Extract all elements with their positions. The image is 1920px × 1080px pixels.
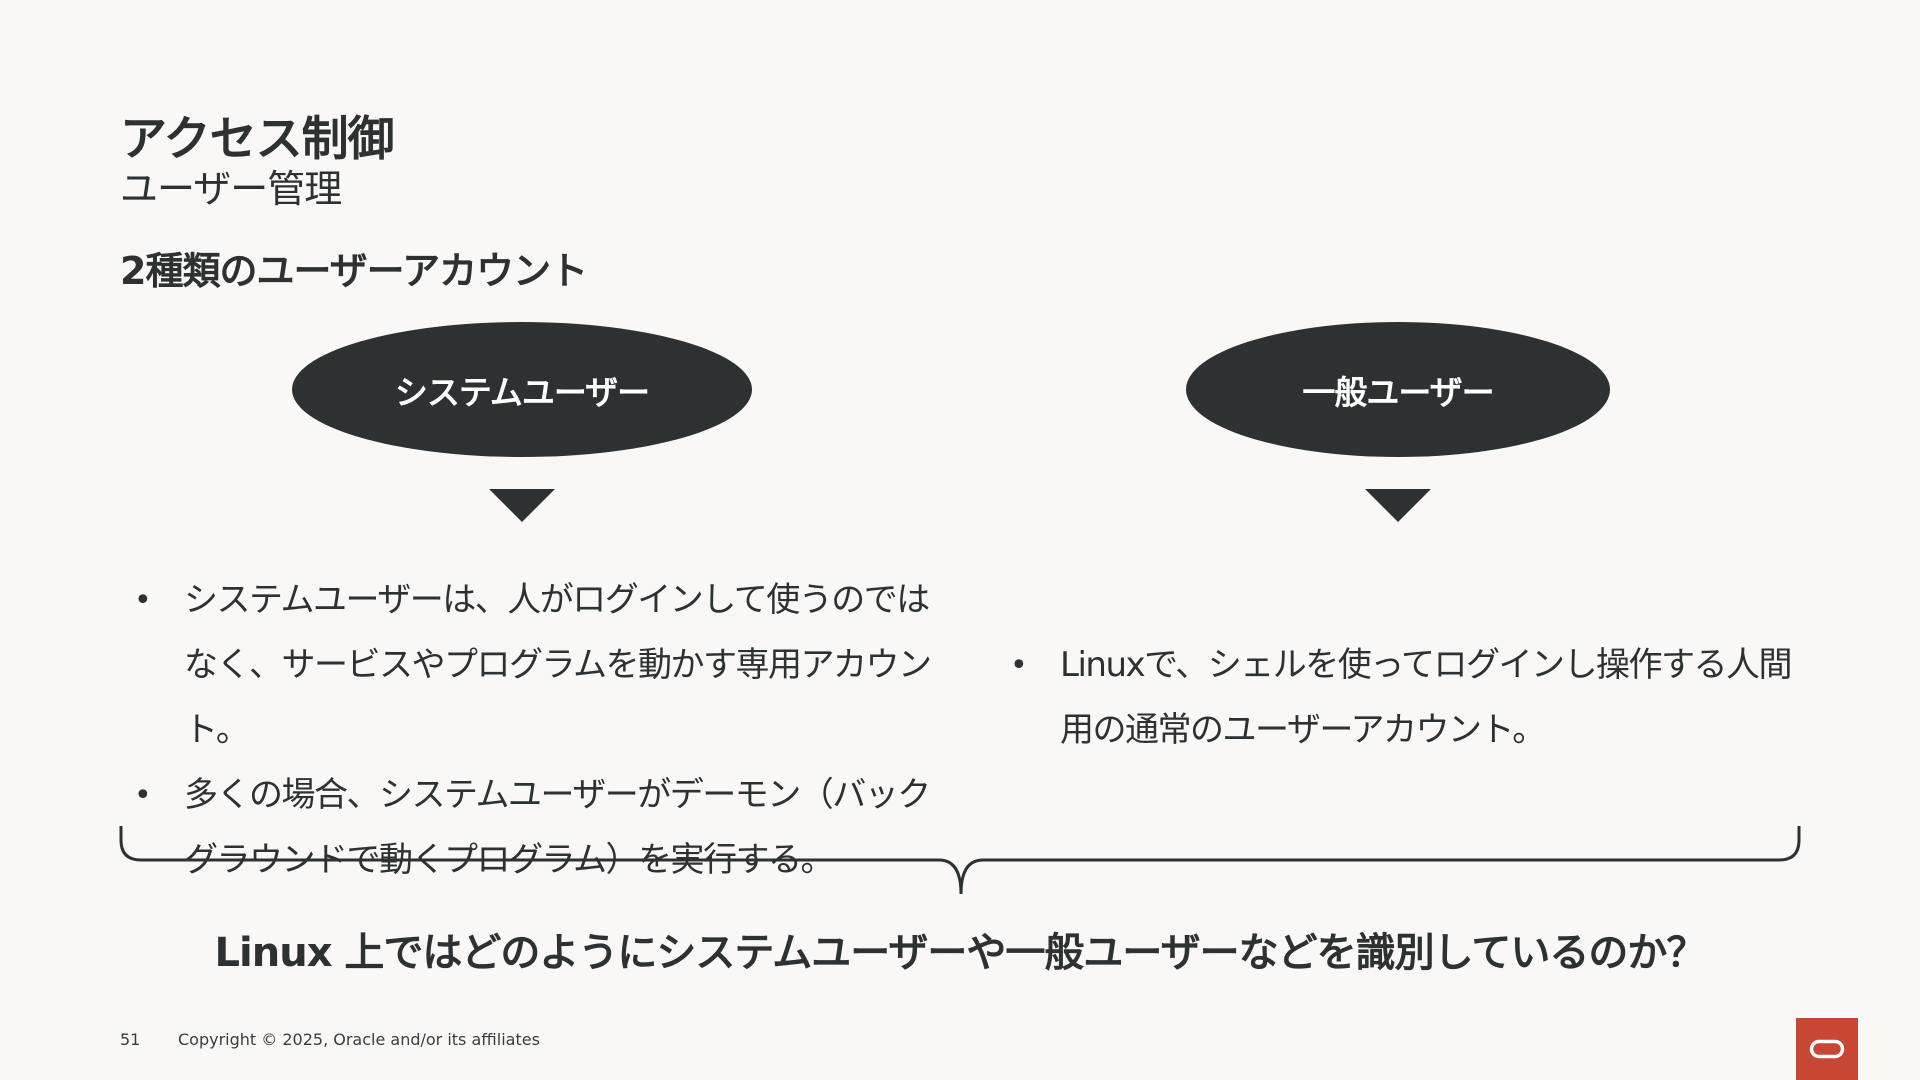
down-arrow-icon [489,489,555,522]
system-user-ellipse: システムユーザー [292,322,752,457]
bullet-text: システムユーザーは、人がログインして使うのではなく、サービスやプログラムを動かす… [184,580,932,750]
bullet-text: Linuxで、シェルを使ってログインし操作する人間用の通常のユーザーアカウント。 [1060,645,1793,750]
page-number: 51 [120,1030,141,1049]
regular-user-label: 一般ユーザー [1302,372,1494,412]
bullet-icon: • [1010,648,1028,683]
system-user-label: システムユーザー [394,372,650,412]
page-subtitle: ユーザー管理 [120,167,342,211]
list-item: • Linuxで、シェルを使ってログインし操作する人間用の通常のユーザーアカウン… [1002,633,1802,763]
section-heading: 2種類のユーザーアカウント [120,249,588,293]
bullet-icon: • [134,583,152,618]
oracle-ring-icon [1809,1039,1845,1059]
list-item: • 多くの場合、システムユーザーがデーモン（バックグラウンドで動くプログラム）を… [126,763,946,893]
bullet-icon: • [134,778,152,813]
list-item: • システムユーザーは、人がログインして使うのではなく、サービスやプログラムを動… [126,568,946,763]
question-text: Linux 上ではどのようにシステムユーザーや一般ユーザーなどを識別しているのか… [214,930,1707,976]
page-title: アクセス制御 [120,112,395,167]
down-arrow-icon [1365,489,1431,522]
copyright-text: Copyright © 2025, Oracle and/or its affi… [178,1030,540,1049]
curly-brace-icon [119,826,1801,895]
oracle-logo-icon [1796,1018,1858,1080]
regular-user-bullets: • Linuxで、シェルを使ってログインし操作する人間用の通常のユーザーアカウン… [1002,633,1802,763]
system-user-bullets: • システムユーザーは、人がログインして使うのではなく、サービスやプログラムを動… [126,568,946,893]
regular-user-ellipse: 一般ユーザー [1186,322,1610,457]
